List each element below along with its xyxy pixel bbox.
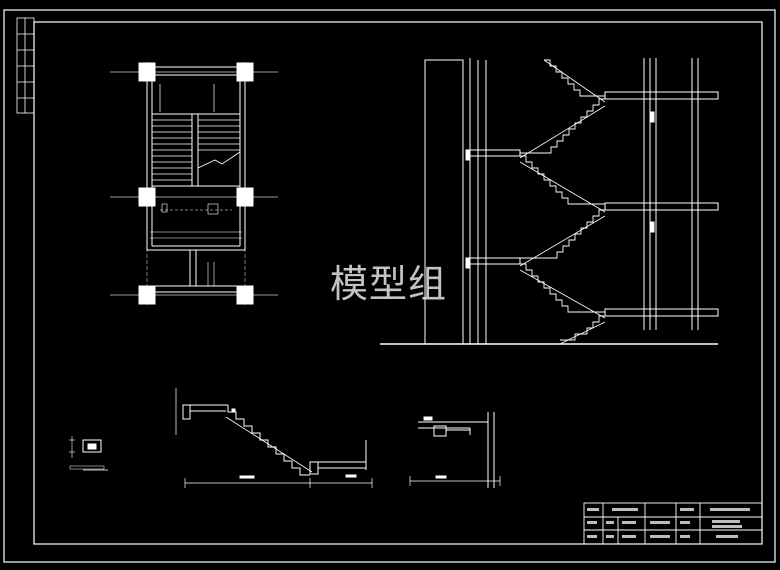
outer-border [3,9,776,563]
watermark-text: 模型组 [330,262,448,306]
flight-section [175,388,373,488]
stair-plan [110,62,278,305]
inner-border [33,21,763,545]
stair-section [380,58,719,345]
title-block [583,502,763,545]
landing-detail [409,412,501,488]
binding-strip [16,17,35,114]
detail-small [69,436,108,471]
